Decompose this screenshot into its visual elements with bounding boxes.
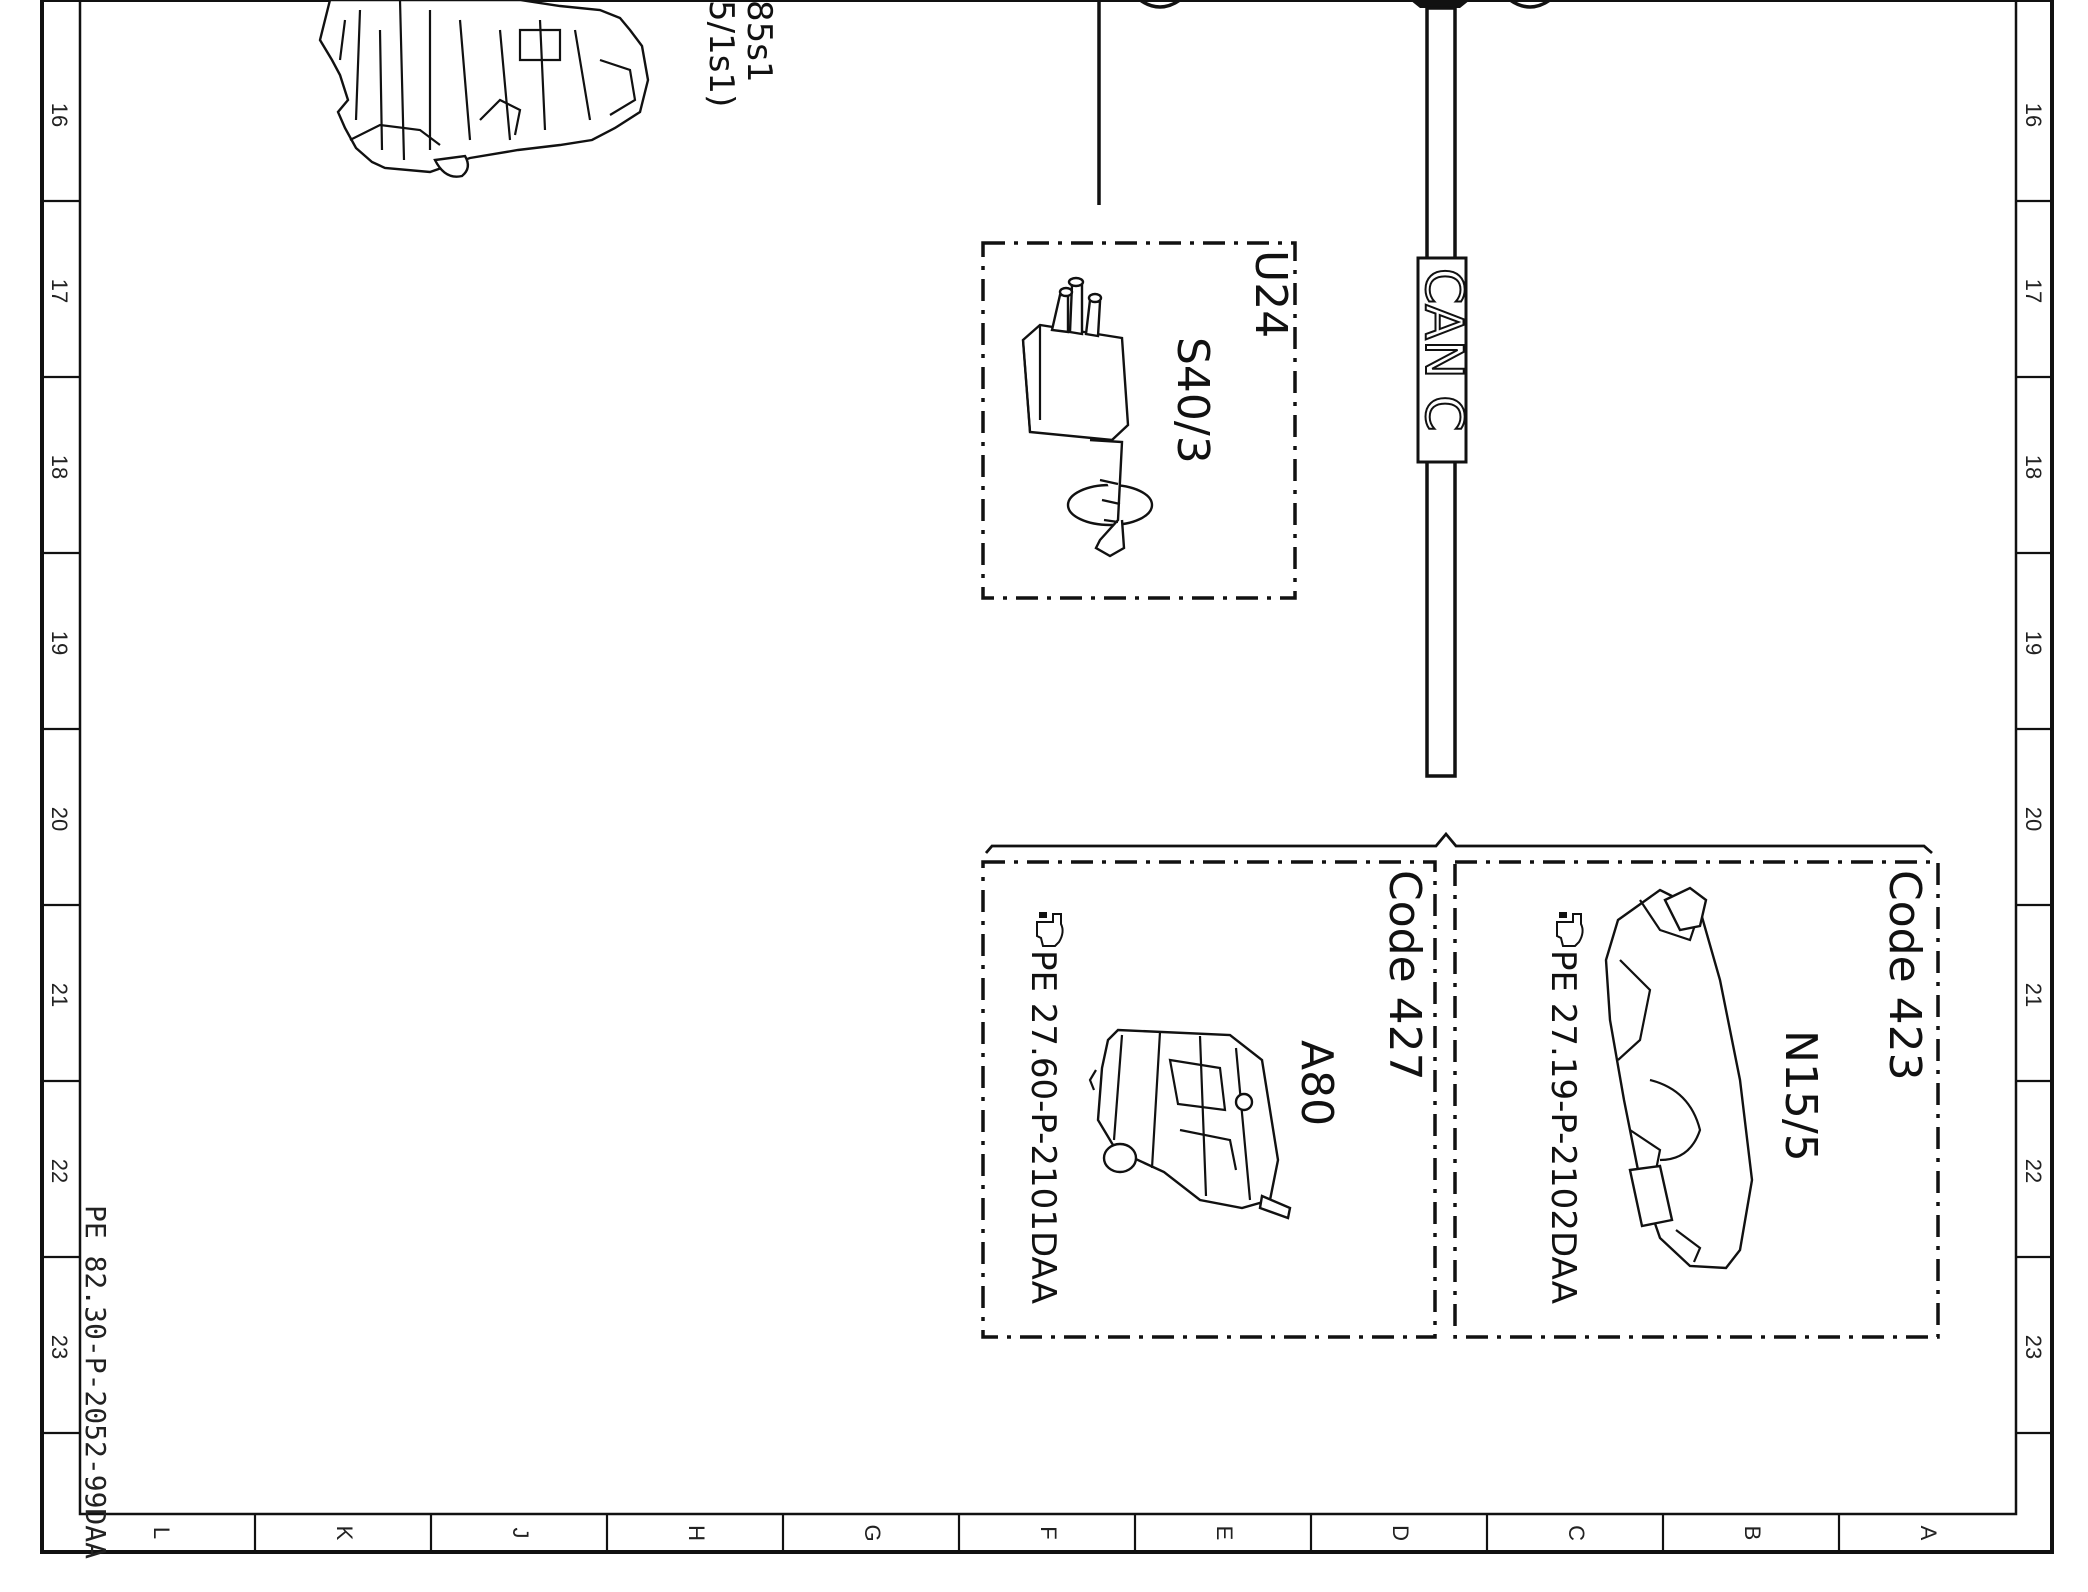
module-n15-part: N15/5 — [1775, 1030, 1826, 1162]
n15-module-drawing — [1604, 886, 1754, 1270]
row-label-left: 21 — [47, 983, 72, 1007]
row-label-left: 19 — [47, 631, 72, 655]
module-a80-ref: PE 27.60-P-2101DAA — [1023, 950, 1063, 1304]
column-label: H — [684, 1525, 709, 1541]
pointing-hand-icon — [1036, 912, 1064, 947]
module-u24-boundary — [981, 241, 1297, 600]
module-n15-ref: PE 27.19-P-2102DAA — [1543, 950, 1583, 1304]
row-label-left: 20 — [47, 807, 72, 831]
right-grid-ticks — [2016, 199, 2052, 1435]
module-a80-part: A80 — [1291, 1040, 1342, 1126]
drawing-number: PE 82.30-P-2052-99DAA — [79, 1205, 112, 1559]
can-bus-label-box — [1416, 256, 1468, 464]
row-label-right: 21 — [2021, 983, 2046, 1007]
outer-frame — [40, 0, 2054, 1554]
partial-label-line2: 5/1s1) — [701, 0, 741, 107]
left-grid-ticks — [42, 199, 80, 1435]
row-label-right: 20 — [2021, 807, 2046, 831]
row-label-right: 23 — [2021, 1335, 2046, 1359]
a80-actuator-drawing — [1088, 1028, 1292, 1220]
bus-terminal-cap — [1410, 0, 1470, 8]
row-label-right: 17 — [2021, 279, 2046, 303]
column-label: K — [332, 1526, 357, 1541]
column-label: F — [1036, 1526, 1061, 1539]
module-a80-boundary — [981, 860, 1437, 1339]
module-n15-code: Code 423 — [1879, 870, 1930, 1081]
top-circle-left — [1138, 0, 1182, 9]
row-label-left: 18 — [47, 455, 72, 479]
module-u24-part: S40/3 — [1167, 337, 1218, 464]
row-label-left: 22 — [47, 1159, 72, 1183]
row-label-right: 22 — [2021, 1159, 2046, 1183]
column-label: D — [1388, 1525, 1413, 1541]
row-label-right: 16 — [2021, 103, 2046, 127]
top-circle-right — [1508, 0, 1552, 9]
module-a80-code: Code 427 — [1379, 870, 1430, 1081]
column-label: G — [860, 1524, 885, 1541]
column-label: E — [1212, 1526, 1237, 1541]
can-bus-label: CAN C — [1413, 268, 1473, 432]
group-brace — [984, 831, 1933, 855]
column-label: J — [508, 1528, 533, 1539]
row-label-left: 17 — [47, 279, 72, 303]
pointing-hand-icon — [1556, 912, 1584, 947]
column-label: A — [1916, 1526, 1941, 1541]
column-label: B — [1740, 1526, 1765, 1541]
row-label-left: 16 — [47, 103, 72, 127]
module-u24-code: U24 — [1245, 250, 1296, 338]
module-n15-boundary — [1453, 860, 1940, 1339]
top-left-component-drawing — [318, 0, 650, 178]
column-label: C — [1564, 1525, 1589, 1541]
row-label-right: 19 — [2021, 631, 2046, 655]
partial-label-line1: 85s1 — [739, 0, 779, 83]
column-label: L — [149, 1527, 174, 1539]
bottom-grid-ticks — [253, 1514, 1841, 1552]
switch-s40-3-drawing — [1021, 276, 1154, 558]
row-label-right: 18 — [2021, 455, 2046, 479]
row-label-left: 23 — [47, 1335, 72, 1359]
inner-frame — [78, 0, 2018, 1516]
